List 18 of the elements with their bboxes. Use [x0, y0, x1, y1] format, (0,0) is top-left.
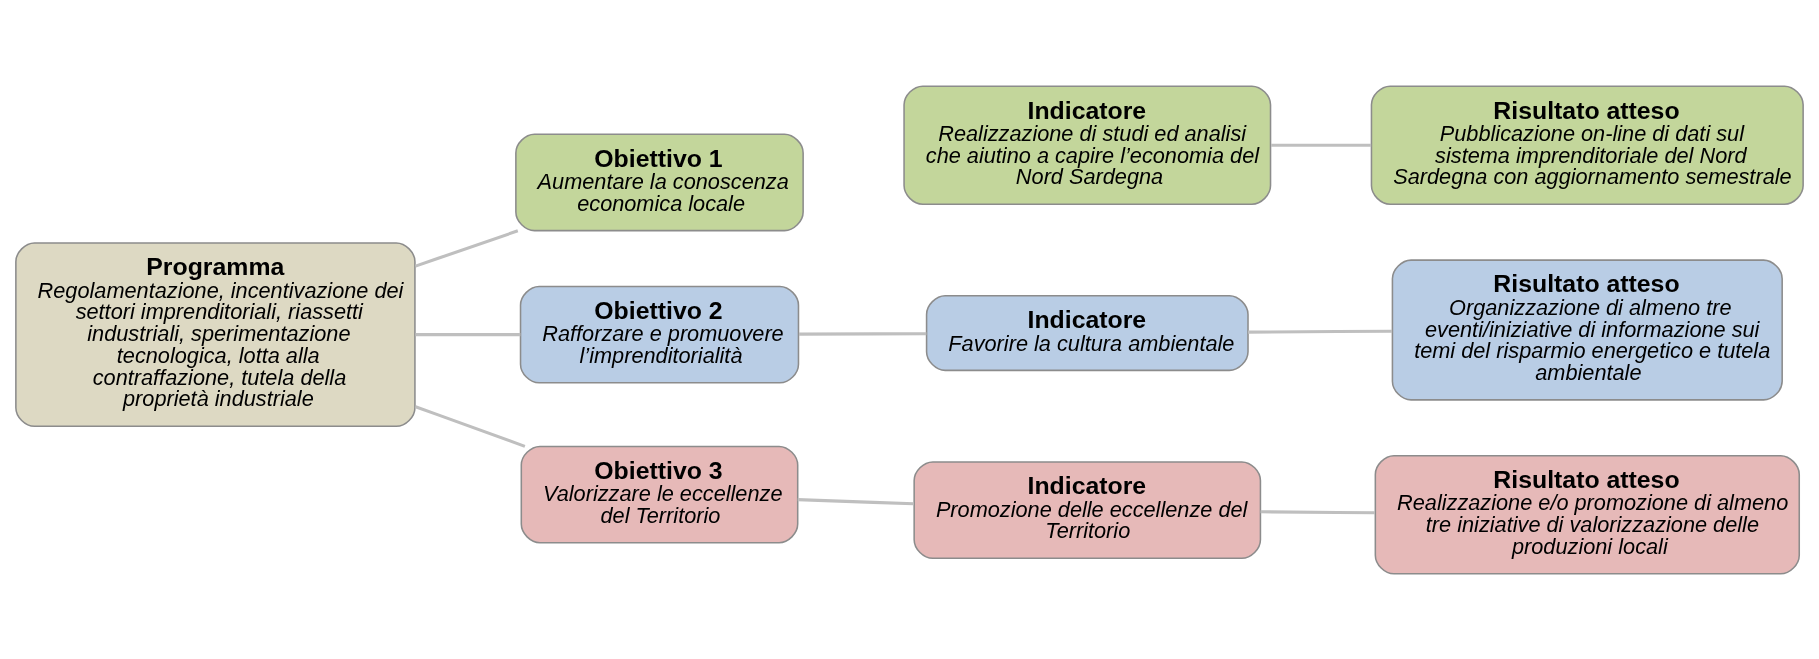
node-box: Obiettivo 1 Aumentare la conoscenza economica locale — [515, 133, 804, 231]
connector — [415, 228, 519, 268]
node-box: Risultato atteso Organizzazione di almeno tre eventi/iniziative di informazione sui temi del risparmio energetico e tutela ambientale — [1391, 258, 1783, 401]
node-box: Indicatore Favorire la cultura ambientale — [925, 294, 1249, 371]
connector — [798, 331, 927, 336]
node-box: Indicatore Promozione delle eccellenze del Territorio — [913, 460, 1262, 559]
node-box: Indicatore Realizzazione di studi ed analisi che aiutino a capire l’economia del Nord Sardegna — [903, 84, 1272, 205]
connector — [797, 497, 914, 505]
node-box: Obiettivo 3 Valorizzare le eccellenze del Territorio — [520, 445, 799, 543]
node-box: Programma Regolamentazione, incentivazione dei settori imprenditoriali, riassetti industriali, sperimentazione tecnologica, lotta alla contraffazione, tutela della proprietà industriale — [15, 241, 416, 427]
node-box: Obiettivo 2 Rafforzare e promuovere l’imprenditorialità — [519, 285, 800, 384]
connector — [1248, 329, 1393, 334]
connector — [1271, 143, 1372, 147]
connector — [415, 332, 521, 336]
node-box: Risultato atteso Realizzazione e/o promozione di almeno tre iniziative di valorizzazione delle produzioni locali — [1374, 454, 1801, 575]
node-box: Risultato atteso Pubblicazione on-line di dati sul sistema imprenditoriale del Nord Sardegna con aggiornamento semestrale — [1370, 84, 1804, 205]
connector — [415, 404, 526, 448]
connector — [1260, 509, 1375, 514]
